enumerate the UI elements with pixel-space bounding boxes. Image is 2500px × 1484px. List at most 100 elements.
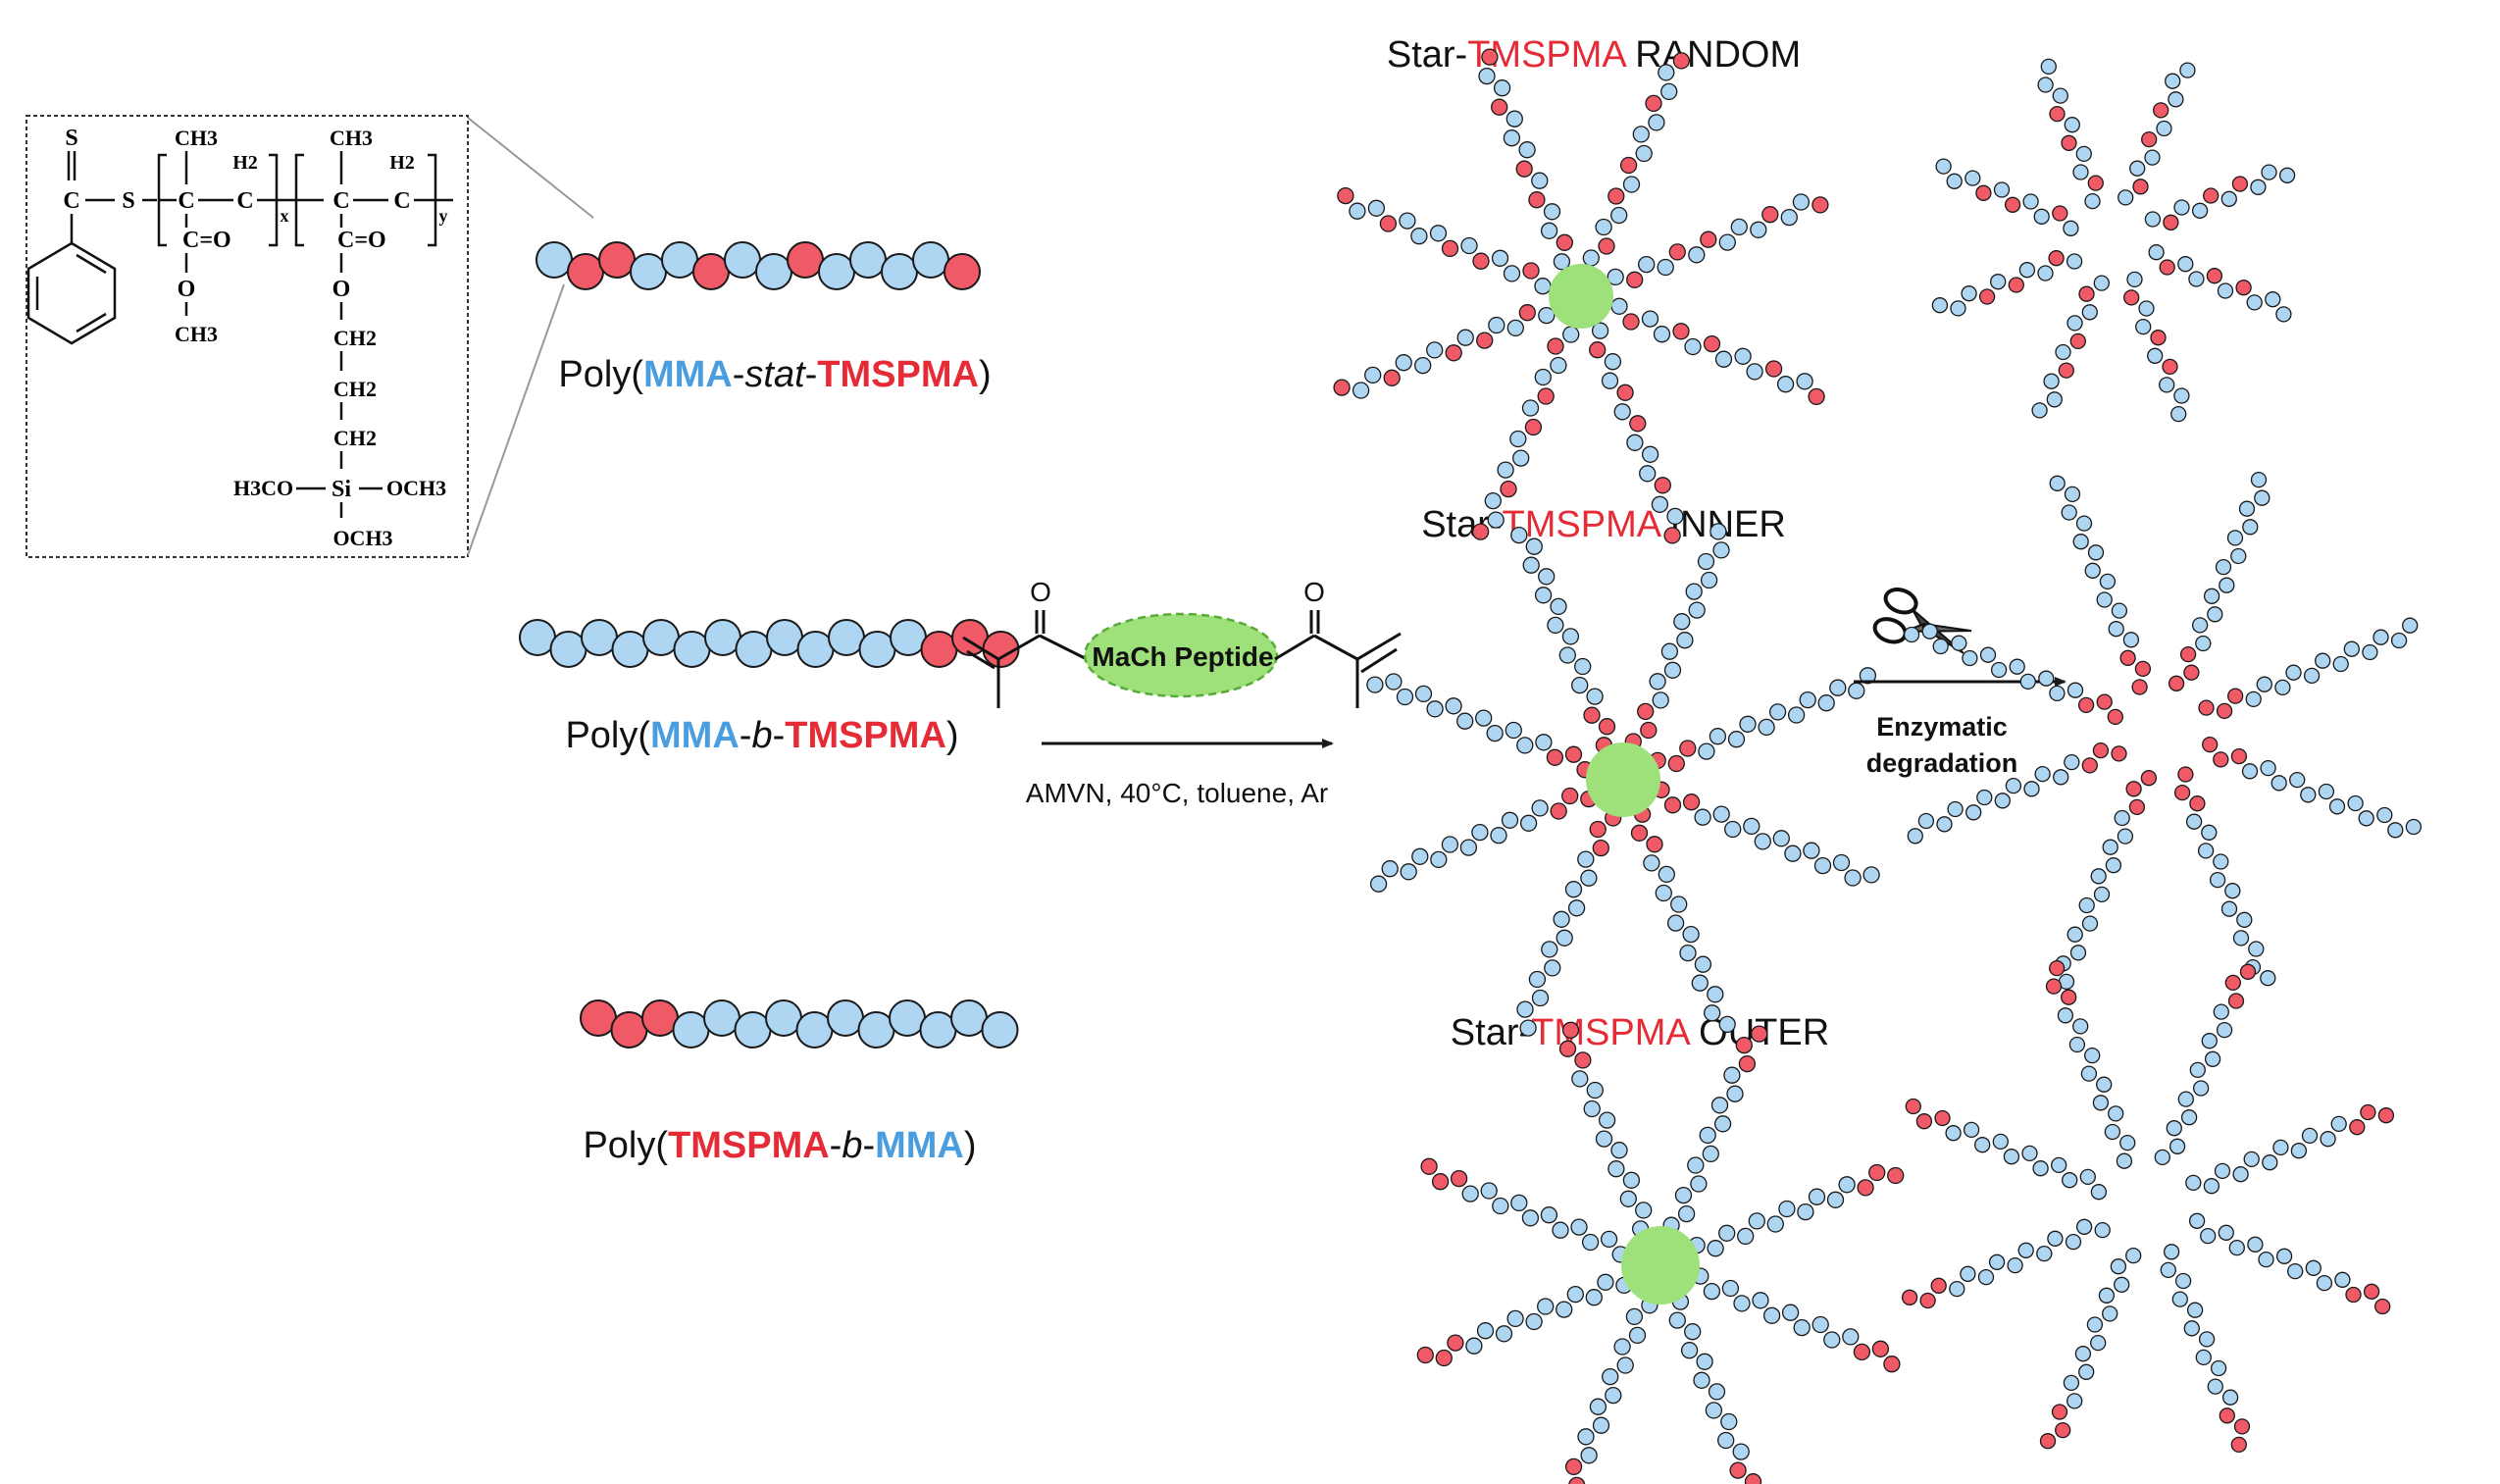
mma-bead [1917,812,1935,830]
tmspma-bead [1561,787,1579,805]
tmspma-bead [1491,98,1508,116]
mma-bead [1622,176,1641,193]
mma-bead [2074,1346,2092,1362]
tmspma-bead [2061,134,2077,151]
ester-carbonyl-y: C=O [337,228,386,253]
mma-bead [1441,836,1459,853]
tmspma-bead [1915,1113,1933,1130]
mma-bead [2057,1007,2074,1024]
mma-bead [2191,202,2209,219]
mma-bead [1516,737,1534,754]
mma-bead [2049,475,2066,491]
mma-bead [1962,649,1978,667]
mma-bead [2066,682,2084,698]
mma-bead [2218,1224,2234,1241]
tmspma-bead [2227,993,2245,1009]
tmspma-bead [1645,94,1662,113]
mma-bead [1862,866,1880,884]
tmspma-bead [1919,1292,1936,1309]
mma-bead [2334,1271,2351,1288]
mma-bead [2148,244,2165,261]
mma-bead [1734,347,1752,365]
mma-bead [2081,304,2098,321]
mma-bead [2247,1236,2264,1253]
mma-bead [2093,275,2110,291]
propyl-ch2-2: CH2 [333,377,377,401]
mma-bead [1521,1209,1540,1227]
methylene-carbon-y: C [393,188,410,214]
tmspma-bead [1682,793,1701,811]
mma-bead [2265,291,2281,308]
mma-bead [2168,91,2184,108]
mma-bead [2064,117,2080,133]
mma-bead [1643,854,1660,872]
tmspma-bead [2377,1107,2395,1124]
h2-y: H2 [389,152,415,174]
star-core [1549,264,1613,329]
mma-bead [2238,500,2256,517]
mma-bead [2262,1154,2278,1171]
mma-bead [1737,1227,1755,1246]
tmspma-bead [2203,187,2219,204]
mma-bead [1993,181,2011,198]
mma-bead [2316,1274,2333,1292]
methoxy-left: H3CO [233,476,293,500]
tmspma-bead [2235,280,2252,296]
mma-bead [1657,258,1674,277]
mma-bead [2144,211,2162,228]
mma-bead [2188,271,2205,287]
mma-bead [2303,667,2321,685]
tmspma-bead [1668,243,1686,261]
link-peptide-left [1039,634,1088,661]
mma-bead [1528,970,1547,989]
tmspma-bead [1574,1051,1592,1069]
mma-bead [2261,164,2277,180]
mma-bead [1826,1191,1845,1208]
mma-bead [1708,1383,1726,1401]
mma-bead [849,241,887,279]
mma-bead [2108,1105,2124,1122]
tmspma-bead [2052,205,2068,222]
mma-bead [1721,1279,1740,1298]
mma-bead [1732,1443,1750,1460]
mma-bead [1709,523,1727,540]
mma-bead [2003,1149,2020,1165]
mma-bead [2075,515,2093,532]
mma-bead [1684,1323,1702,1341]
mma-bead [2242,519,2259,536]
mma-bead [1525,1312,1543,1331]
mma-bead [1666,507,1684,526]
mma-bead [2007,1256,2023,1274]
mma-bead [1652,691,1669,709]
mma-bead [2236,911,2253,928]
mma-bead [1522,556,1540,574]
mma-bead [1597,1273,1614,1291]
mma-bead [2318,783,2335,800]
mma-bead [1988,1254,2006,1270]
mma-bead [2217,282,2234,299]
mma-bead [2180,1109,2198,1126]
mma-bead [1990,274,2007,290]
mma-bead [1566,1285,1584,1304]
mma-bead [1651,495,1669,513]
tmspma-bead [1450,1169,1468,1188]
mma-bead [2078,1363,2095,1380]
ch3-x: CH3 [175,126,218,150]
mma-bead [1787,706,1806,724]
mma-bead [2072,534,2089,550]
mma-bead [1676,632,1694,649]
mma-bead [1367,199,1386,217]
mma-bead [2005,777,2022,794]
mma-bead [1784,844,1802,862]
tmspma-bead [1558,1040,1577,1057]
mma-bead [2084,192,2101,210]
mma-bead [1710,1097,1729,1114]
mma-bead [2285,664,2302,681]
degraded-arms-inner [1903,471,2423,991]
mma-bead [1610,206,1628,225]
label-poly-stat: Poly(MMA-stat-TMSPMA) [558,354,991,395]
tmspma-bead [2227,688,2244,704]
tmspma-bead [1672,52,1691,70]
mma-bead [1364,366,1382,384]
mma-bead [1604,353,1622,371]
